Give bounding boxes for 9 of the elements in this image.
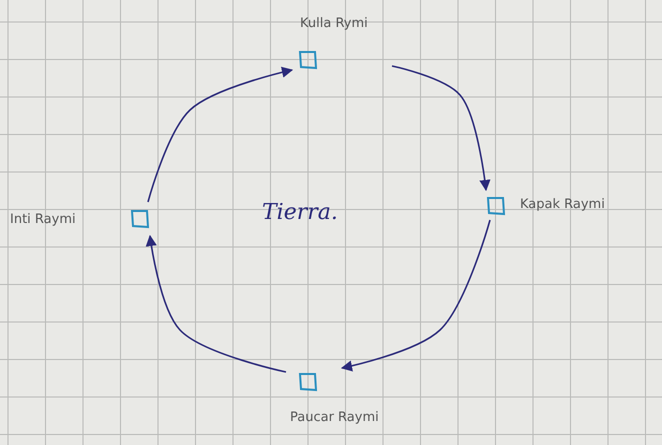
arrow — [146, 234, 286, 373]
arrow — [392, 65, 490, 192]
arrow — [340, 220, 491, 372]
node-label: Kulla Rymi — [300, 16, 368, 32]
node-label: Paucar Raymi — [290, 410, 379, 426]
arrow — [147, 66, 294, 202]
node-label: Kapak Raymi — [520, 197, 605, 213]
center-label: Tierra. — [262, 200, 338, 225]
node-label: Inti Raymi — [10, 212, 76, 228]
